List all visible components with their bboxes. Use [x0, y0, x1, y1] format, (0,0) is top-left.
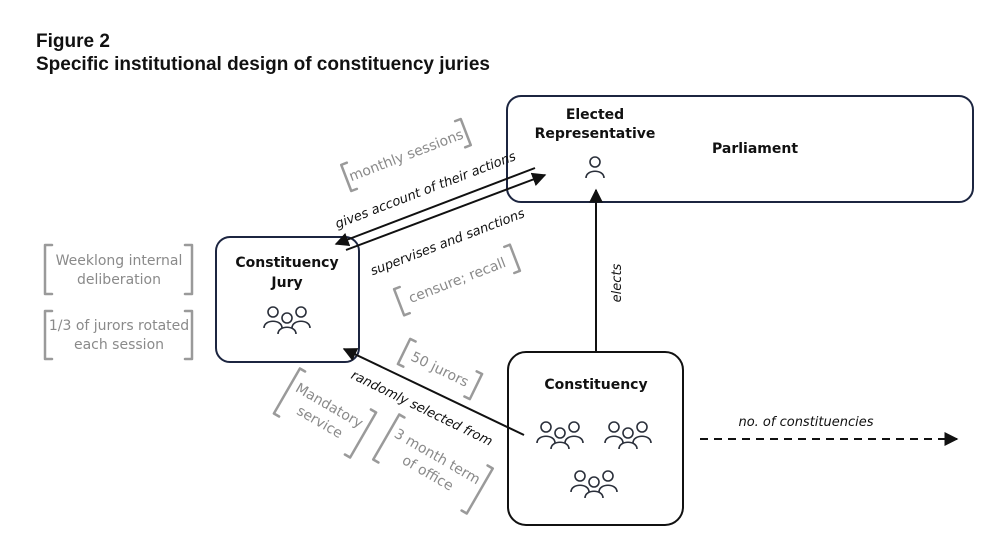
- svg-text:Weeklong internal: Weeklong internal: [56, 253, 183, 269]
- jury-label-1: Constituency: [235, 255, 338, 271]
- elected-representative-label-2: Representative: [535, 126, 656, 142]
- arrow-supervises: [334, 167, 536, 247]
- annotation-jurors-rotated: 1/3 of jurors rotated each session: [43, 309, 194, 361]
- constituency-label: Constituency: [544, 377, 647, 393]
- constituency-jury-box: [215, 236, 360, 363]
- edge-label-elects: elects: [610, 263, 625, 302]
- annotation-weeklong-deliberation: Weeklong internal deliberation: [43, 243, 194, 296]
- edge-label-no-of-constituencies: no. of constituencies: [738, 415, 873, 430]
- figure-heading: Figure 2 Specific institutional design o…: [36, 30, 490, 76]
- annotation-fifty-jurors: 50 jurors: [396, 337, 484, 401]
- arrow-gives-account: [345, 172, 547, 251]
- svg-text:1/3 of jurors rotated: 1/3 of jurors rotated: [49, 318, 189, 334]
- figure-title: Specific institutional design of constit…: [36, 54, 490, 75]
- svg-text:each session: each session: [74, 337, 164, 353]
- jury-label-2: Jury: [270, 275, 302, 291]
- parliament-box: [506, 95, 974, 203]
- parliament-label: Parliament: [712, 141, 798, 157]
- svg-text:deliberation: deliberation: [77, 272, 161, 288]
- figure-label: Figure 2: [36, 31, 110, 52]
- svg-text:censure; recall: censure; recall: [407, 255, 509, 307]
- arrow-randomly-selected: [342, 348, 525, 436]
- elected-representative-label-1: Elected: [566, 107, 624, 123]
